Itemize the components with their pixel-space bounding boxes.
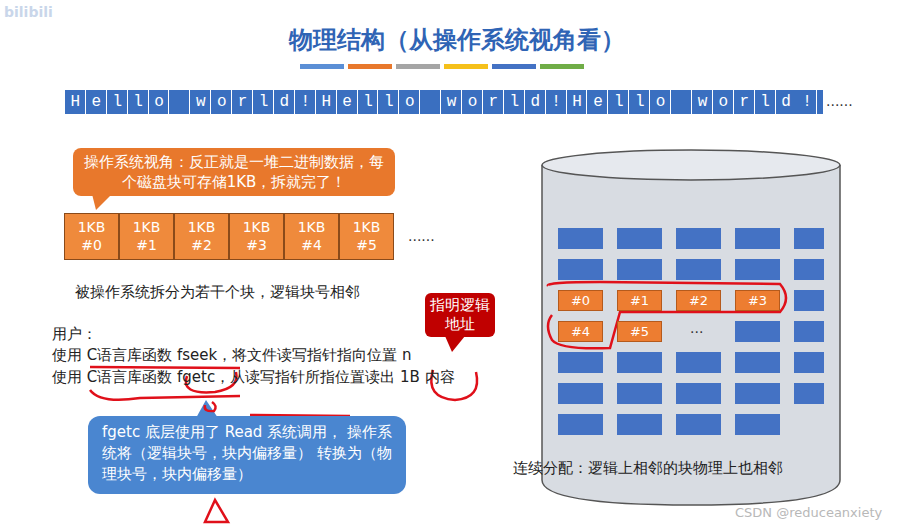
node-text: #5 [340,236,393,254]
callout-tail [445,336,465,352]
node-text: #2 [677,291,720,310]
ellipsis: ... [690,320,703,336]
node-text: #2 [175,236,228,254]
disk-top [542,150,840,180]
watermark: bilibili [4,4,53,20]
note-text: 使用 C语言库函数 fgetc，从读写指针所指位置读出 1B 内容 [52,368,455,387]
disk-blocks [558,228,824,435]
disk-block: #5 [617,321,662,342]
deco-bar [396,64,440,69]
node-text: 指明逻辑地址 [429,296,491,334]
node-text: #1 [618,291,661,310]
ellipsis: ...... [826,93,853,109]
node-text: #3 [230,236,283,254]
node-text: #4 [559,322,602,341]
disk-block: #1 [617,290,662,311]
deco-bar [348,64,392,69]
block-box: 1KB#0 [64,213,119,260]
node-text: #0 [65,236,118,254]
block-box: 1KB#4 [284,213,339,260]
deco-bar [540,64,584,69]
block-box: 1KB#1 [119,213,174,260]
block-box: 1KB#2 [174,213,229,260]
disk-body [542,165,840,505]
disk-block: #3 [735,290,780,311]
node-text: #1 [120,236,173,254]
node-text: Hello world!Hello world!Hello world! [65,90,823,114]
node-text: 1KB [230,218,283,236]
caption-text: 被操作系统拆分为若干个块，逻辑块号相邻 [75,283,360,302]
block-box: 1KB#5 [339,213,394,260]
node-text: 1KB [175,218,228,236]
callout-box: fgetc 底层使用了 Read 系统调用， 操作系统将（逻辑块号，块内偏移量）… [88,416,406,494]
callout-box: 指明逻辑地址 [425,293,495,337]
disk-block: #0 [558,290,603,311]
node-text: 1KB [120,218,173,236]
node-text: 1KB [340,218,393,236]
node-text: 操作系统视角：反正就是一堆二进制数据，每个磁盘块可存储1KB，拆就完了！ [83,152,385,192]
note-text: 使用 C语言库函数 fseek，将文件读写指针指向位置 n [52,346,412,365]
deco-bar [444,64,488,69]
node-text: 1KB [285,218,338,236]
disk-block: #2 [676,290,721,311]
callout-box: 操作系统视角：反正就是一堆二进制数据，每个磁盘块可存储1KB，拆就完了！ [73,148,395,196]
title: 物理结构（从操作系统视角看） [0,24,913,56]
node-text: 1KB [65,218,118,236]
node-text: #3 [736,291,779,310]
deco-bar [300,64,344,69]
disk-block: #4 [558,321,603,342]
node-text: #0 [559,291,602,310]
block-box: 1KB#3 [229,213,284,260]
deco-bar [492,64,536,69]
node-text: fgetc 底层使用了 Read 系统调用， 操作系统将（逻辑块号，块内偏移量）… [102,422,392,485]
char-strip: Hello world!Hello world!Hello world! [65,90,823,114]
node-text: #5 [618,322,661,341]
watermark: CSDN @reduceanxiety [735,505,882,520]
caption-text: 连续分配：逻辑上相邻的块物理上也相邻 [513,459,783,478]
note-text: 用户： [52,325,97,344]
callout-tail [92,194,112,210]
node-text: #4 [285,236,338,254]
ellipsis: ...... [408,228,435,244]
